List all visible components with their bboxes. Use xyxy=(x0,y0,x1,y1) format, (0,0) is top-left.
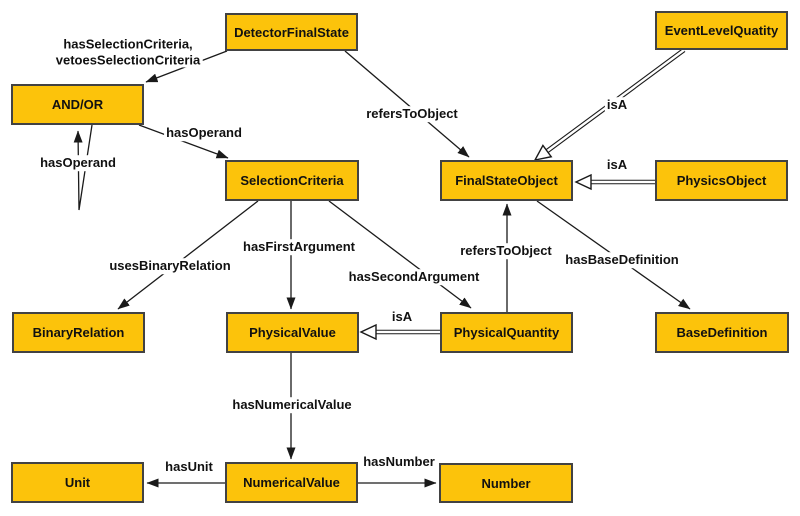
edge-isA-po-fso xyxy=(574,173,655,191)
open-arrowhead-icon xyxy=(533,144,553,161)
node-base-definition: BaseDefinition xyxy=(655,312,789,353)
node-event-level-quatity: EventLevelQuatity xyxy=(655,11,788,50)
edge-label-usesBinaryRelation: usesBinaryRelation xyxy=(107,258,233,274)
node-numerical-value: NumericalValue xyxy=(225,462,358,503)
edge-label-hasSelectionCriteria: hasSelectionCriteria, vetoesSelectionCri… xyxy=(53,36,203,68)
edge-label-hasOperand: hasOperand xyxy=(164,125,244,141)
node-selection-criteria: SelectionCriteria xyxy=(225,160,359,201)
node-and-or: AND/OR xyxy=(11,84,144,125)
edge-label-hasNumericalValue: hasNumericalValue xyxy=(230,397,354,413)
edge-label-hasOperand-selfloop: hasOperand xyxy=(38,155,118,171)
node-detector-final-state: DetectorFinalState xyxy=(225,13,358,51)
edge-label-isA-pq: isA xyxy=(389,309,415,325)
edge-usesBinaryRelation-line xyxy=(117,200,259,310)
node-physical-quantity: PhysicalQuantity xyxy=(440,312,573,353)
edge-label-refersToObject-pq: refersToObject xyxy=(458,243,554,259)
edge-label-hasBaseDefinition: hasBaseDefinition xyxy=(563,252,681,268)
open-arrowhead-icon xyxy=(574,173,592,191)
node-final-state-object: FinalStateObject xyxy=(440,160,573,201)
edge-label-isA-po: isA xyxy=(604,157,630,173)
edge-label-hasUnit: hasUnit xyxy=(163,459,215,475)
node-physical-value: PhysicalValue xyxy=(226,312,359,353)
edge-label-hasSecondArgument: hasSecondArgument xyxy=(346,269,482,285)
edge-label-hasNumber: hasNumber xyxy=(361,454,437,470)
edge-label-isA-elq: isA xyxy=(604,97,630,113)
open-arrowhead-icon xyxy=(359,323,377,341)
node-binary-relation: BinaryRelation xyxy=(12,312,145,353)
edge-label-hasFirstArgument: hasFirstArgument xyxy=(241,239,357,255)
edge-hasSecondArgument-line xyxy=(328,200,472,309)
node-number: Number xyxy=(439,463,573,503)
edge-refersToObject-dfs-line xyxy=(344,50,470,158)
edge-isA-pq-pv xyxy=(359,323,440,341)
edge-label-refersToObject-dfs: refersToObject xyxy=(364,106,460,122)
node-physics-object: PhysicsObject xyxy=(655,160,788,201)
node-unit: Unit xyxy=(11,462,144,503)
edge-hasOperand-line xyxy=(138,124,229,159)
